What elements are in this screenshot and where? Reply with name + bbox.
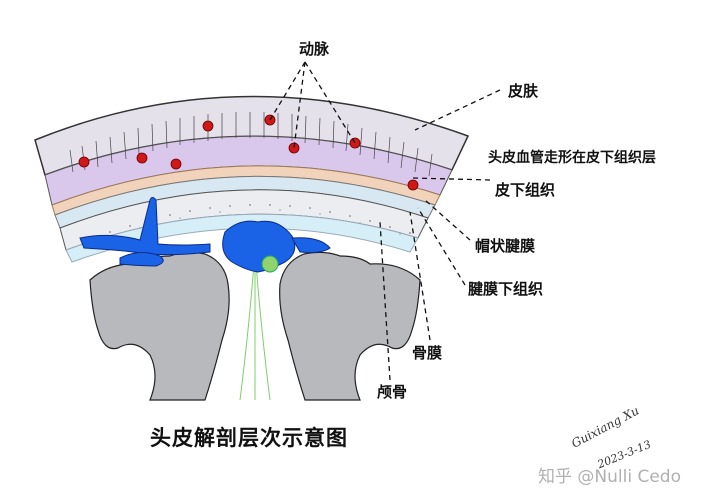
bridging-vein [119,252,164,267]
label-galea: 帽状腱膜 [475,237,536,255]
right-hemisphere [279,251,421,401]
right-lacuna [291,237,331,253]
watermark: 知乎 @Nulli Cedo [538,467,681,487]
arteries [78,114,419,191]
artery-dot [202,120,214,132]
leader-lines [269,61,501,381]
label-vessel-note: 头皮血管走形在皮下组织层 [488,150,656,166]
left-hemisphere [89,251,230,401]
falx-lines [239,249,271,401]
artery-dot [407,179,419,191]
label-periosteum: 骨膜 [412,344,443,362]
label-skull: 颅骨 [377,383,408,401]
artery-dot [170,158,182,170]
label-skin: 皮肤 [508,82,539,100]
artery-dot [349,137,361,149]
diagram-title: 头皮解剖层次示意图 [150,426,348,450]
label-artery: 动脉 [299,40,330,58]
arachnoid-granulation [261,255,279,273]
superior-sagittal-sinus [222,220,296,273]
brain [89,251,421,401]
artery-dot [136,152,148,164]
label-subgaleal: 腱膜下组织 [468,280,544,298]
artery-dot [78,156,90,168]
subcutaneous-septa [69,112,433,177]
label-subcutaneous: 皮下组织 [495,181,556,199]
